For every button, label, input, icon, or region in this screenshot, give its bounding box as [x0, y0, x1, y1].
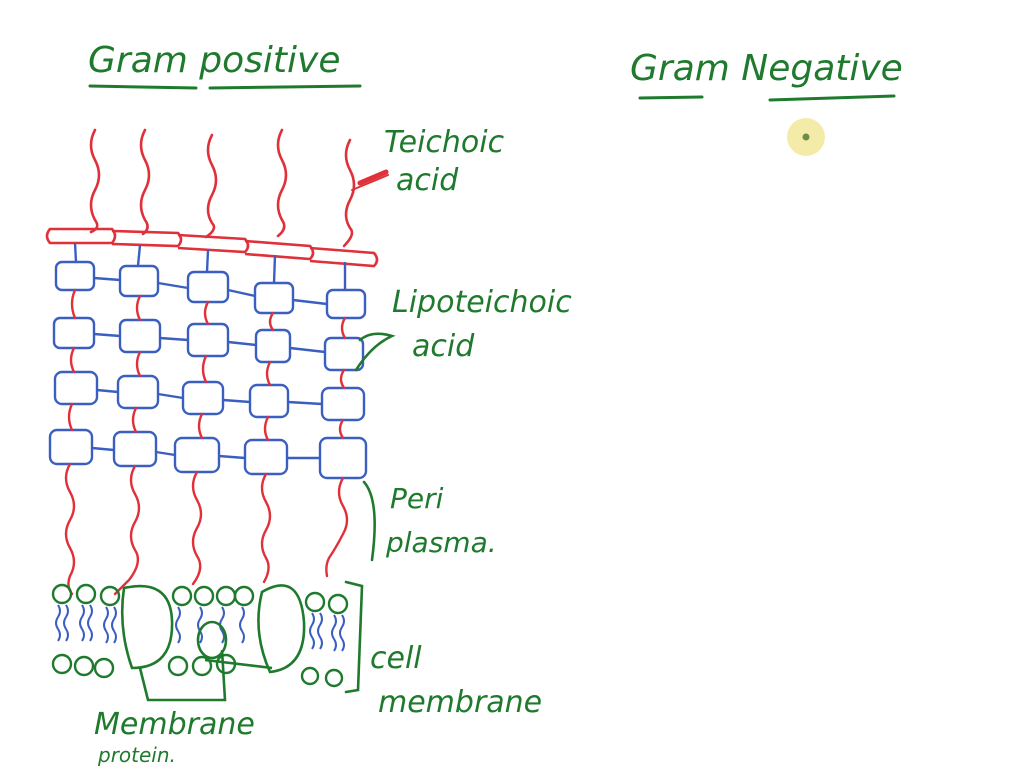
cell-membrane-bilayer: [51, 583, 349, 688]
label-connectors: [344, 169, 396, 694]
label-cell-membrane-line1: cell: [370, 641, 422, 676]
label-lipoteichoic-acid-line1: Lipoteichoic: [392, 285, 572, 320]
red-outer-layer: [45, 227, 379, 268]
heading-underline-left-1: [88, 84, 198, 90]
peptidoglycan-mesh: [48, 242, 368, 480]
label-cell-membrane-line2: membrane: [378, 685, 542, 720]
teichoic-acid-strands: [89, 128, 356, 248]
heading-gram-negative: Gram Negative: [630, 48, 903, 89]
label-membrane-protein-line2: protein.: [97, 743, 176, 767]
label-teichoic-acid-line1: Teichoic: [384, 125, 505, 160]
heading-underline-right-2: [768, 94, 896, 102]
label-periplasm-line2: plasma.: [385, 526, 497, 559]
heading-gram-positive: Gram positive: [88, 40, 340, 81]
pen-cursor-dot: [802, 133, 810, 141]
label-lipoteichoic-acid-line2: acid: [412, 329, 475, 364]
lipoteichoic-acid-strands: [64, 288, 349, 596]
heading-underline-right-1: [638, 95, 704, 100]
label-periplasm-line1: Peri: [390, 482, 444, 515]
membrane-proteins: [120, 584, 306, 702]
heading-underline-left-2: [208, 84, 362, 90]
label-membrane-protein-line1: Membrane: [94, 707, 255, 742]
label-teichoic-acid-line2: acid: [396, 163, 459, 198]
